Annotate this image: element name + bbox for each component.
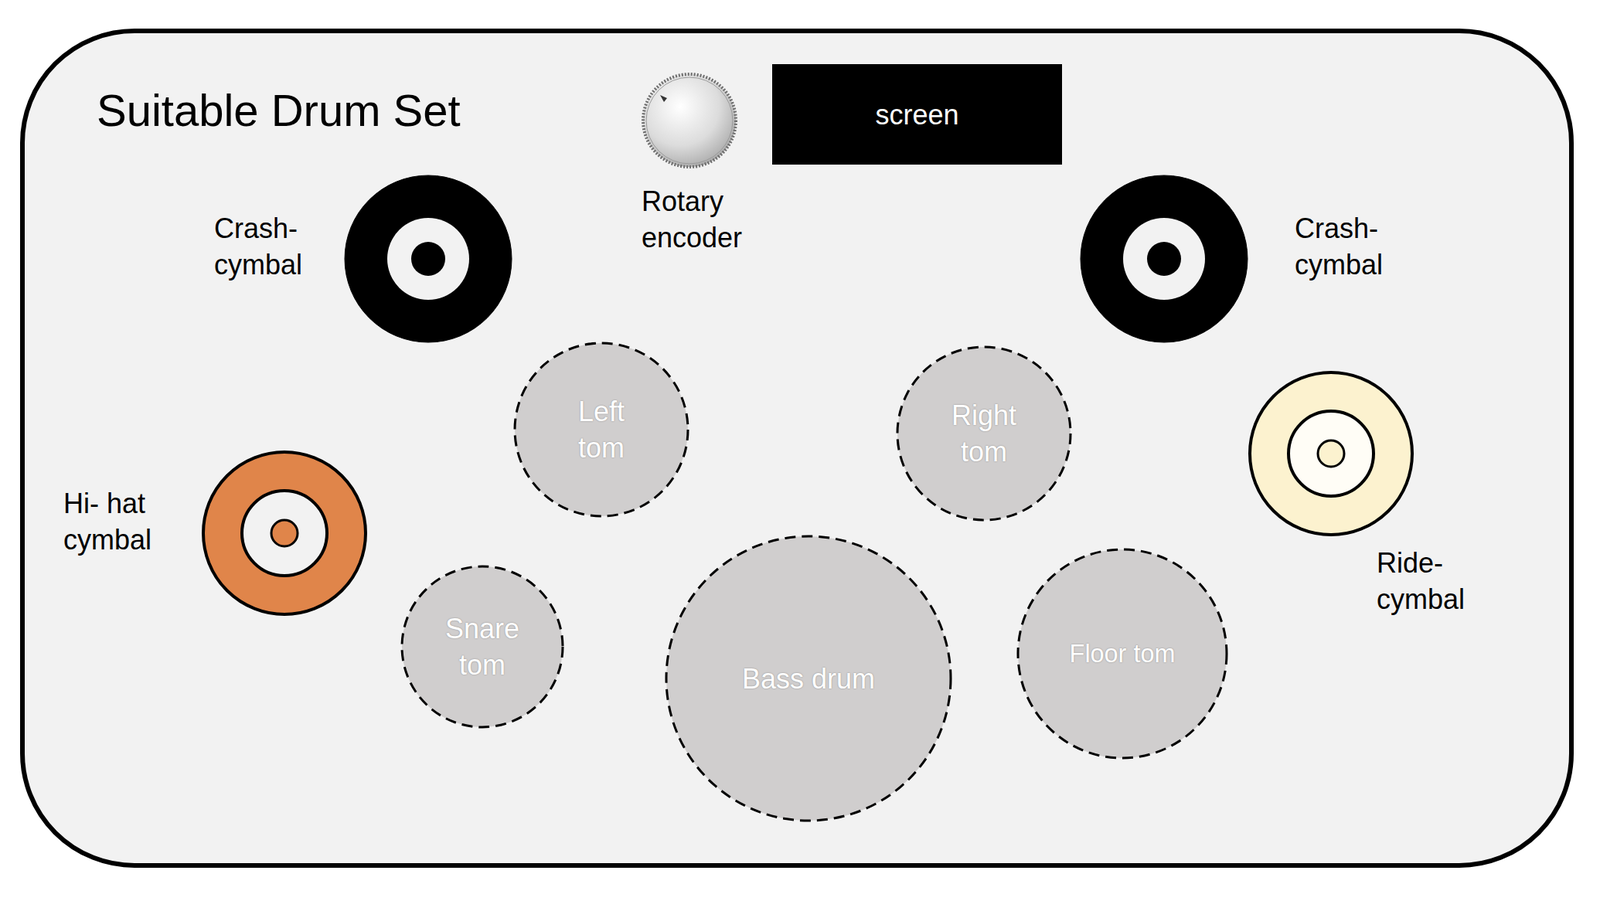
drum-pad xyxy=(1017,549,1227,759)
shape-outline xyxy=(513,341,690,518)
drum-pad: Right tom xyxy=(895,345,1073,522)
pad-label: Right tom xyxy=(941,397,1027,470)
drum-pad: Snare tom xyxy=(400,565,565,729)
drum-pad: Bass drum xyxy=(664,534,953,823)
knob-body xyxy=(643,74,736,167)
display-screen: screen xyxy=(772,64,1063,165)
shape-outline xyxy=(1248,371,1414,537)
cymbal-pad: Crash- cymbal xyxy=(1080,175,1248,343)
cymbal-body xyxy=(203,452,366,615)
screen-panel xyxy=(772,64,1063,165)
part-label: Ride- cymbal xyxy=(1376,544,1493,618)
cymbal-pad: Hi- hat cymbal xyxy=(201,450,368,617)
pad-label: Snare tom xyxy=(439,610,525,684)
shape-outline xyxy=(1080,175,1248,343)
shape-outline xyxy=(201,450,368,617)
part-label: Rotary encoder xyxy=(641,183,758,256)
pad-label: Left tom xyxy=(558,393,644,467)
cymbal-body xyxy=(1249,372,1413,535)
drum-pad: Left tom xyxy=(513,341,690,518)
part-label: Hi- hat cymbal xyxy=(63,485,180,559)
cymbal-body xyxy=(1080,175,1248,343)
diagram-title: Suitable Drum Set xyxy=(96,83,461,138)
pad-label: screen xyxy=(874,96,959,133)
shape-outline xyxy=(344,175,512,343)
cymbal-bell xyxy=(387,217,470,300)
knob-marker xyxy=(660,95,668,103)
cymbal-bell xyxy=(241,490,327,576)
cymbal-hole xyxy=(1147,241,1182,276)
pad-label: Bass drum xyxy=(708,660,909,698)
housing-outline xyxy=(22,30,1572,866)
rotary-knob: Rotary encoder xyxy=(641,72,738,169)
drum-pad: Floor tom xyxy=(1016,548,1229,760)
cymbal-bell xyxy=(1288,411,1374,497)
pad-label: Floor tom xyxy=(1033,637,1212,671)
shape-outline xyxy=(400,565,565,729)
drum-pad xyxy=(514,343,688,517)
drum-pad xyxy=(401,566,563,728)
cymbal-hole xyxy=(271,520,298,547)
shape-outline xyxy=(895,345,1073,522)
drum-pad xyxy=(897,347,1071,521)
shape-outline xyxy=(641,72,738,169)
part-label: Crash- cymbal xyxy=(1294,210,1411,283)
part-label: Crash- cymbal xyxy=(214,210,331,283)
drum-pad xyxy=(666,536,951,821)
cymbal-hole xyxy=(1317,440,1345,467)
cymbal-pad: Crash- cymbal xyxy=(344,175,512,343)
cymbal-pad: Ride- cymbal xyxy=(1248,371,1414,537)
cymbal-hole xyxy=(411,241,446,276)
knob-rim xyxy=(646,77,733,164)
cymbal-bell xyxy=(1123,217,1206,300)
cymbal-body xyxy=(344,175,512,343)
